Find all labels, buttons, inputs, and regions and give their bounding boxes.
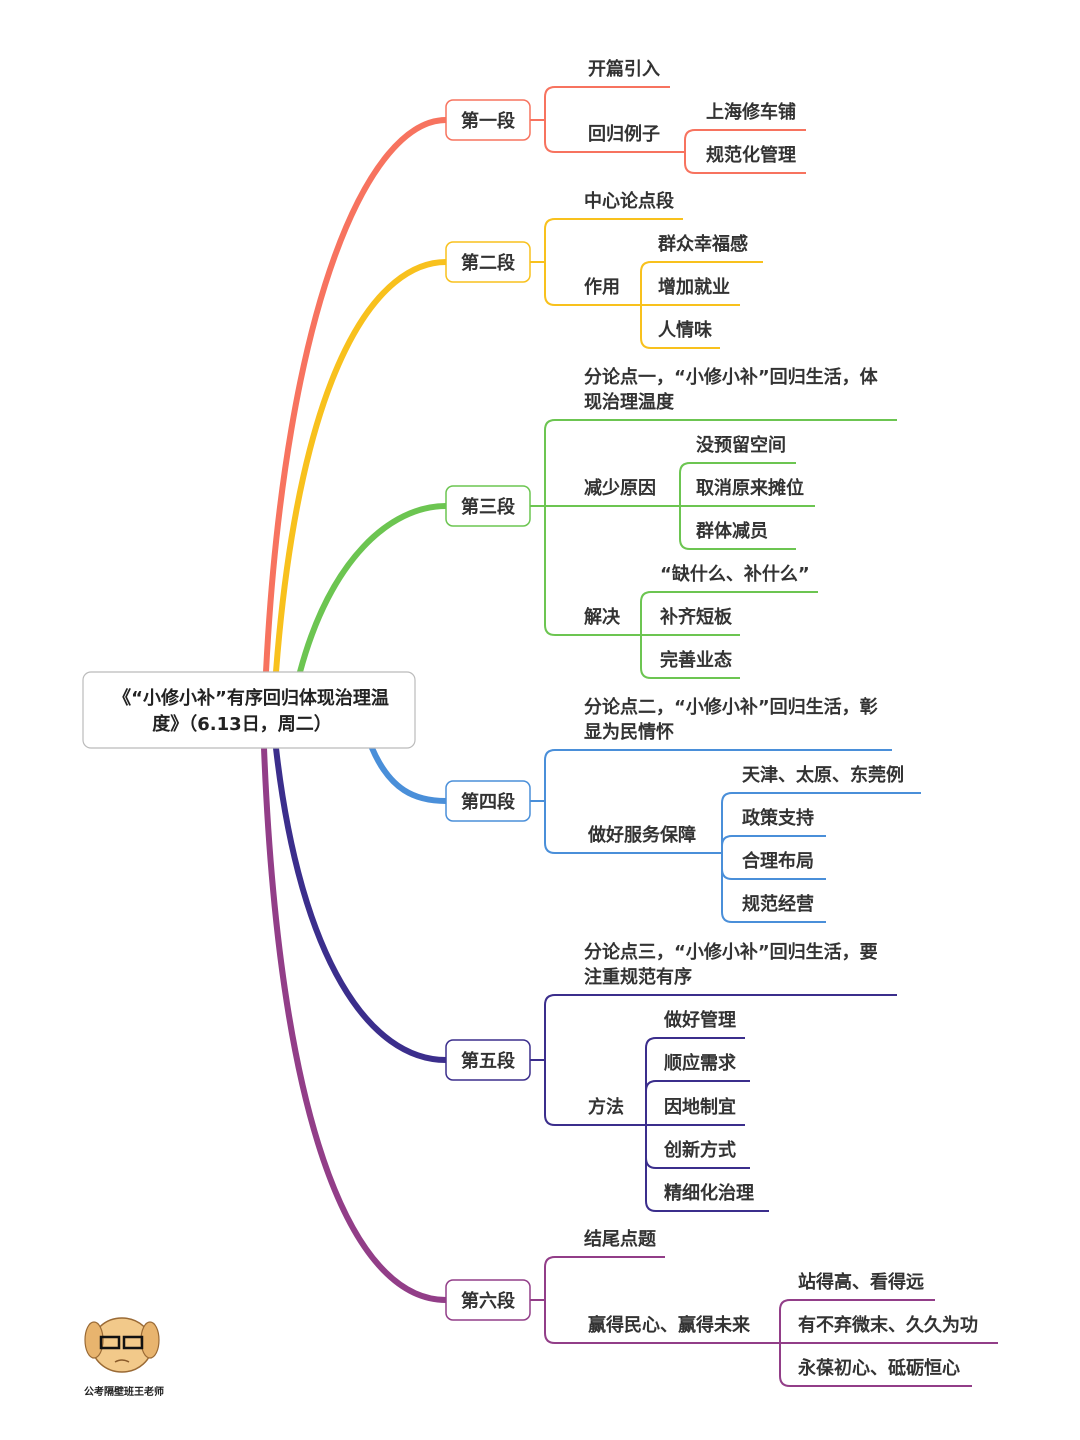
leaf-connector (684, 152, 806, 174)
leaf-node-label[interactable]: “缺什么、补什么” (660, 563, 810, 585)
child-connector (544, 262, 641, 306)
section-label: 第四段 (461, 791, 516, 813)
leaf-connector (721, 835, 826, 853)
trunk-connector (261, 745, 449, 1303)
leaf-node-label[interactable]: 取消原来摊位 (696, 477, 804, 499)
child-node-label[interactable]: 开篇引入 (588, 58, 660, 80)
child-connector (544, 1256, 665, 1300)
leaf-node-label[interactable]: 上海修车铺 (706, 101, 796, 123)
leaf-node-label[interactable]: 政策支持 (742, 807, 814, 829)
dog-mascot-icon (84, 1317, 160, 1373)
leaf-node-label[interactable]: 人情味 (658, 320, 712, 341)
child-connector (544, 86, 670, 120)
leaf-connector (645, 1080, 750, 1125)
child-node-label[interactable]: 回归例子 (588, 123, 660, 145)
child-node-label[interactable]: 赢得民心、赢得未来 (588, 1314, 751, 1336)
child-connector (544, 749, 892, 801)
leaf-node-label[interactable]: 增加就业 (658, 276, 730, 298)
child-node-label[interactable]: 做好服务保障 (587, 824, 696, 846)
leaf-node-label[interactable]: 顺应需求 (664, 1052, 737, 1074)
child-node-label[interactable]: 分论点三，“小修小补”回归生活，要 (584, 941, 878, 963)
section-node[interactable]: 第一段 (445, 99, 531, 141)
child-node-label[interactable]: 中心论点段 (584, 190, 675, 212)
section-label: 第二段 (461, 252, 516, 274)
root-title-line: 《“小修小补”有序回归体现治理温 (113, 687, 389, 709)
leaf-node-label[interactable]: 规范经营 (742, 893, 814, 915)
child-node-label[interactable]: 方法 (588, 1096, 624, 1118)
root-node-box (82, 671, 416, 749)
section-label: 第五段 (461, 1050, 516, 1072)
child-connector (544, 218, 683, 262)
leaf-node-label[interactable]: 群众幸福感 (658, 233, 748, 255)
leaf-node-label[interactable]: 因地制宜 (664, 1096, 736, 1118)
section-node[interactable]: 第五段 (445, 1039, 531, 1081)
leaf-node-label[interactable]: 规范化管理 (706, 144, 796, 166)
section-label: 第三段 (461, 496, 516, 518)
leaf-connector (779, 1299, 935, 1343)
section-label: 第六段 (461, 1290, 516, 1312)
leaf-node-label[interactable]: 天津、太原、东莞例 (742, 764, 904, 786)
leaf-node-label[interactable]: 创新方式 (663, 1139, 736, 1161)
section-node[interactable]: 第四段 (445, 780, 531, 822)
leaf-node-label[interactable]: 精细化治理 (664, 1182, 754, 1204)
watermark: 公考隔壁班王老师 (84, 1317, 164, 1398)
leaf-connector (645, 1037, 745, 1125)
child-connector (544, 1300, 780, 1344)
leaf-connector (721, 792, 921, 853)
child-node-label[interactable]: 减少原因 (584, 477, 656, 499)
leaf-connector (684, 129, 806, 152)
trunk-connector (369, 745, 449, 804)
child-connector (544, 506, 641, 636)
leaf-node-label[interactable]: 完善业态 (660, 649, 732, 671)
leaf-connector (679, 462, 796, 506)
leaf-node-label[interactable]: 没预留空间 (696, 434, 786, 456)
trunk-connector (273, 745, 449, 1063)
section-label: 第一段 (461, 110, 516, 132)
child-node-label[interactable]: 显为民情怀 (584, 721, 674, 743)
leaf-connector (645, 1125, 769, 1212)
leaf-node-label[interactable]: 永葆初心、砥砺恒心 (797, 1357, 960, 1379)
trunk-connector (297, 503, 449, 675)
child-node-label[interactable]: 分论点一，“小修小补”回归生活，体 (584, 366, 879, 388)
trunk-connector (263, 117, 449, 675)
child-connector (544, 120, 685, 153)
child-connector (544, 994, 897, 1060)
leaf-connector (721, 853, 826, 923)
child-node-label[interactable]: 解决 (584, 606, 621, 628)
leaf-connector (640, 635, 740, 679)
section-node[interactable]: 第三段 (445, 485, 531, 527)
child-connector (544, 801, 722, 854)
leaf-node-label[interactable]: 补齐短板 (659, 606, 733, 628)
child-connector (544, 1060, 646, 1126)
child-node-label[interactable]: 作用 (584, 276, 620, 298)
leaf-node-label[interactable]: 站得高、看得远 (798, 1271, 924, 1293)
section-node[interactable]: 第二段 (445, 241, 531, 283)
leaf-node-label[interactable]: 群体减员 (696, 520, 768, 542)
leaf-connector (640, 591, 818, 635)
root-title-line: 度》（6.13日，周二） (152, 713, 331, 735)
leaf-node-label[interactable]: 合理布局 (742, 850, 814, 872)
child-node-label[interactable]: 现治理温度 (584, 391, 675, 413)
leaf-connector (779, 1343, 972, 1387)
leaf-connector (640, 305, 720, 349)
leaf-connector (679, 506, 796, 550)
child-node-label[interactable]: 分论点二，“小修小补”回归生活，彰 (584, 696, 878, 718)
child-connector (544, 419, 897, 506)
section-node[interactable]: 第六段 (445, 1279, 531, 1321)
watermark-text: 公考隔壁班王老师 (84, 1385, 164, 1398)
leaf-node-label[interactable]: 做好管理 (663, 1009, 736, 1031)
child-node-label[interactable]: 注重规范有序 (584, 966, 692, 988)
child-node-label[interactable]: 结尾点题 (584, 1228, 657, 1250)
trunk-connector (273, 259, 449, 675)
leaf-node-label[interactable]: 有不弃微末、久久为功 (798, 1314, 978, 1336)
leaf-connector (640, 261, 763, 305)
